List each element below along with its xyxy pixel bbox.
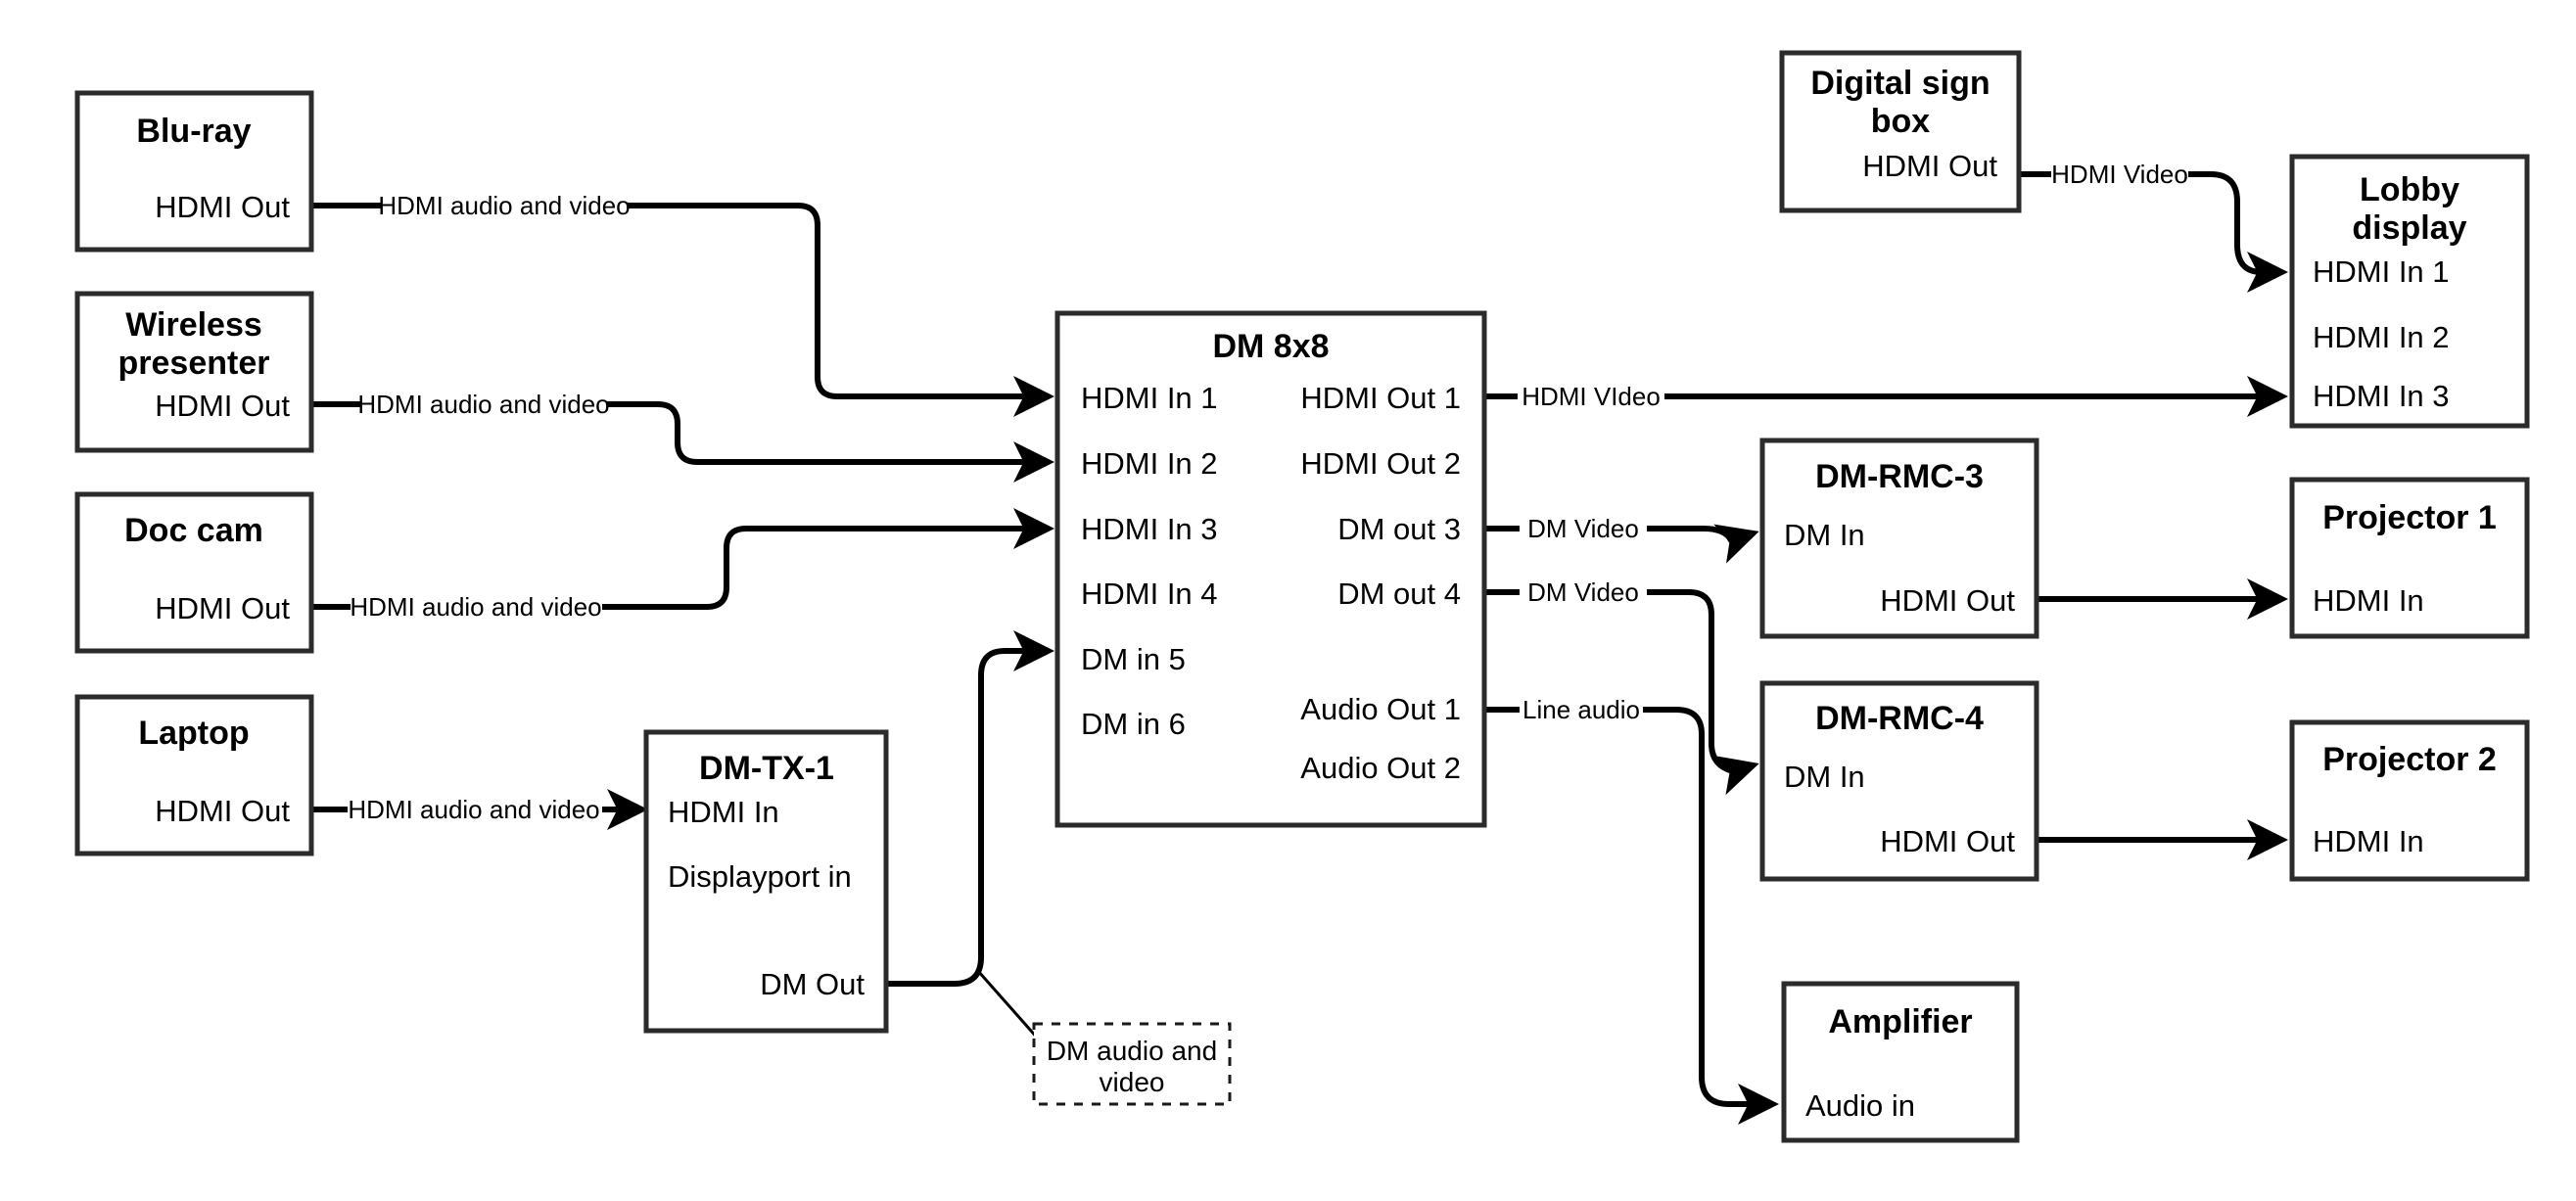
link-laptop-to-dmtx1: HDMI audio and video bbox=[311, 789, 648, 830]
node-laptop[interactable]: Laptop HDMI Out bbox=[74, 694, 314, 856]
node-dm-rmc-3-port-hdmi-out: HDMI Out bbox=[1880, 583, 2015, 618]
node-laptop-port-hdmi-out: HDMI Out bbox=[155, 794, 290, 828]
node-dm-8x8-input-hdmi-in-1: HDMI In 1 bbox=[1081, 381, 1218, 415]
node-dm-tx-1-port-dm-out: DM Out bbox=[760, 967, 865, 1001]
node-amplifier-title: Amplifier bbox=[1828, 1003, 1972, 1040]
node-dm-8x8-input-hdmi-in-4: HDMI In 4 bbox=[1081, 577, 1218, 611]
node-dm-tx-1-title: DM-TX-1 bbox=[699, 750, 834, 787]
node-dm-8x8-input-hdmi-in-3: HDMI In 3 bbox=[1081, 512, 1218, 546]
node-doc-cam-port-hdmi-out: HDMI Out bbox=[155, 591, 290, 625]
node-bluray[interactable]: Blu-ray HDMI Out bbox=[74, 90, 314, 253]
node-dm-8x8-output-dm-out-3: DM out 3 bbox=[1337, 512, 1461, 546]
node-dm-8x8-output-audio-out-1: Audio Out 1 bbox=[1300, 692, 1461, 726]
node-dm-8x8-output-hdmi-out-2: HDMI Out 2 bbox=[1300, 446, 1461, 481]
node-digital-sign-box-title: Digital sign bbox=[1810, 65, 1990, 102]
node-dm-rmc-4[interactable]: DM-RMC-4 DM In HDMI Out bbox=[1759, 680, 2039, 882]
node-dm-8x8-input-dm-in-5: DM in 5 bbox=[1081, 642, 1186, 676]
node-dm-rmc-4-title: DM-RMC-4 bbox=[1815, 700, 1984, 737]
node-laptop-title: Laptop bbox=[138, 715, 249, 752]
node-wireless-presenter-port-hdmi-out: HDMI Out bbox=[155, 389, 290, 423]
callout-dm-audio-and-video-line2: video bbox=[1100, 1067, 1165, 1097]
node-dm-8x8-output-audio-out-2: Audio Out 2 bbox=[1300, 751, 1461, 785]
node-dm-tx-1-port-displayport-in: Displayport in bbox=[668, 859, 852, 894]
node-projector-2-port-hdmi-in: HDMI In bbox=[2313, 824, 2424, 858]
node-lobby-display-port-hdmi-in-1: HDMI In 1 bbox=[2313, 254, 2450, 289]
edge-label-bluray: HDMI audio and video bbox=[378, 191, 630, 220]
node-digital-sign-box-port-hdmi-out: HDMI Out bbox=[1862, 149, 1997, 183]
edge-label-wireless: HDMI audio and video bbox=[357, 390, 609, 419]
edge-label-dm-video-out3: DM Video bbox=[1527, 514, 1639, 543]
link-bluray-to-dm8x8: HDMI audio and video bbox=[311, 191, 1054, 417]
node-bluray-title: Blu-ray bbox=[136, 113, 251, 150]
node-bluray-port-hdmi-out: HDMI Out bbox=[155, 190, 290, 224]
node-dm-8x8[interactable]: DM 8x8 HDMI In 1 HDMI In 2 HDMI In 3 HDM… bbox=[1054, 310, 1487, 828]
node-projector-1[interactable]: Projector 1 HDMI In bbox=[2289, 477, 2530, 639]
node-lobby-display-port-hdmi-in-3: HDMI In 3 bbox=[2313, 379, 2450, 413]
node-doc-cam-title: Doc cam bbox=[124, 512, 263, 549]
node-dm-rmc-3[interactable]: DM-RMC-3 DM In HDMI Out bbox=[1759, 438, 2039, 639]
node-lobby-display-title: Lobby bbox=[2360, 171, 2459, 208]
edge-label-hdmi-video-signbox: HDMI Video bbox=[2051, 160, 2188, 189]
node-projector-2[interactable]: Projector 2 HDMI In bbox=[2289, 719, 2530, 882]
node-amplifier[interactable]: Amplifier Audio in bbox=[1781, 981, 2020, 1143]
link-dm8x8-hdmiout1-to-lobby: HDMI VIdeo bbox=[1483, 376, 2288, 417]
node-wireless-presenter[interactable]: Wireless presenter HDMI Out bbox=[74, 291, 314, 453]
edge-label-dm-video-out4: DM Video bbox=[1527, 577, 1639, 607]
node-dm-rmc-4-port-hdmi-out: HDMI Out bbox=[1880, 824, 2015, 858]
link-doccam-to-dm8x8: HDMI audio and video bbox=[311, 508, 1054, 622]
node-dm-8x8-output-hdmi-out-1: HDMI Out 1 bbox=[1300, 381, 1461, 415]
node-dm-8x8-output-dm-out-4: DM out 4 bbox=[1337, 577, 1461, 611]
node-dm-rmc-3-title: DM-RMC-3 bbox=[1815, 458, 1984, 495]
link-dm8x8-dmout4-to-rmc4: DM Video bbox=[1483, 577, 1759, 796]
node-projector-2-title: Projector 2 bbox=[2322, 741, 2497, 778]
link-dm8x8-audioout1-to-amplifier: Line audio bbox=[1483, 695, 1779, 1125]
node-wireless-presenter-title-line2: presenter bbox=[118, 345, 270, 382]
node-dm-rmc-3-port-dm-in: DM In bbox=[1784, 518, 1865, 552]
node-doc-cam[interactable]: Doc cam HDMI Out bbox=[74, 491, 314, 654]
edge-label-line-audio: Line audio bbox=[1522, 695, 1640, 724]
node-dm-8x8-input-dm-in-6: DM in 6 bbox=[1081, 707, 1186, 741]
edge-label-hdmi-video-out1: HDMI VIdeo bbox=[1522, 382, 1661, 411]
node-projector-1-port-hdmi-in: HDMI In bbox=[2313, 583, 2424, 618]
callout-dm-audio-and-video: DM audio and video bbox=[1032, 1022, 1232, 1106]
link-dmtx1-to-dm8x8 bbox=[886, 630, 1054, 987]
edge-label-doccam: HDMI audio and video bbox=[350, 592, 601, 622]
node-lobby-display[interactable]: Lobby display HDMI In 1 HDMI In 2 HDMI I… bbox=[2289, 154, 2530, 429]
callout-dm-audio-and-video-line1: DM audio and bbox=[1047, 1036, 1217, 1066]
link-signbox-to-lobby: HDMI Video bbox=[2019, 160, 2288, 293]
node-dm-8x8-title: DM 8x8 bbox=[1212, 328, 1329, 365]
link-dm8x8-dmout3-to-rmc3: DM Video bbox=[1483, 514, 1759, 564]
node-lobby-display-title-line2: display bbox=[2352, 209, 2466, 247]
link-wireless-to-dm8x8: HDMI audio and video bbox=[311, 390, 1054, 483]
node-amplifier-port-audio-in: Audio in bbox=[1805, 1088, 1915, 1123]
node-lobby-display-port-hdmi-in-2: HDMI In 2 bbox=[2313, 320, 2450, 354]
node-dm-tx-1-port-hdmi-in: HDMI In bbox=[668, 795, 779, 829]
node-dm-tx-1[interactable]: DM-TX-1 HDMI In Displayport in DM Out bbox=[643, 729, 889, 1034]
node-wireless-presenter-title: Wireless bbox=[125, 306, 262, 344]
node-dm-8x8-input-hdmi-in-2: HDMI In 2 bbox=[1081, 446, 1218, 481]
node-digital-sign-box-title-line2: box bbox=[1871, 103, 1931, 140]
edge-label-laptop: HDMI audio and video bbox=[348, 795, 599, 824]
node-digital-sign-box[interactable]: Digital sign box HDMI Out bbox=[1779, 50, 2022, 213]
node-projector-1-title: Projector 1 bbox=[2322, 499, 2497, 536]
node-dm-rmc-4-port-dm-in: DM In bbox=[1784, 760, 1865, 794]
